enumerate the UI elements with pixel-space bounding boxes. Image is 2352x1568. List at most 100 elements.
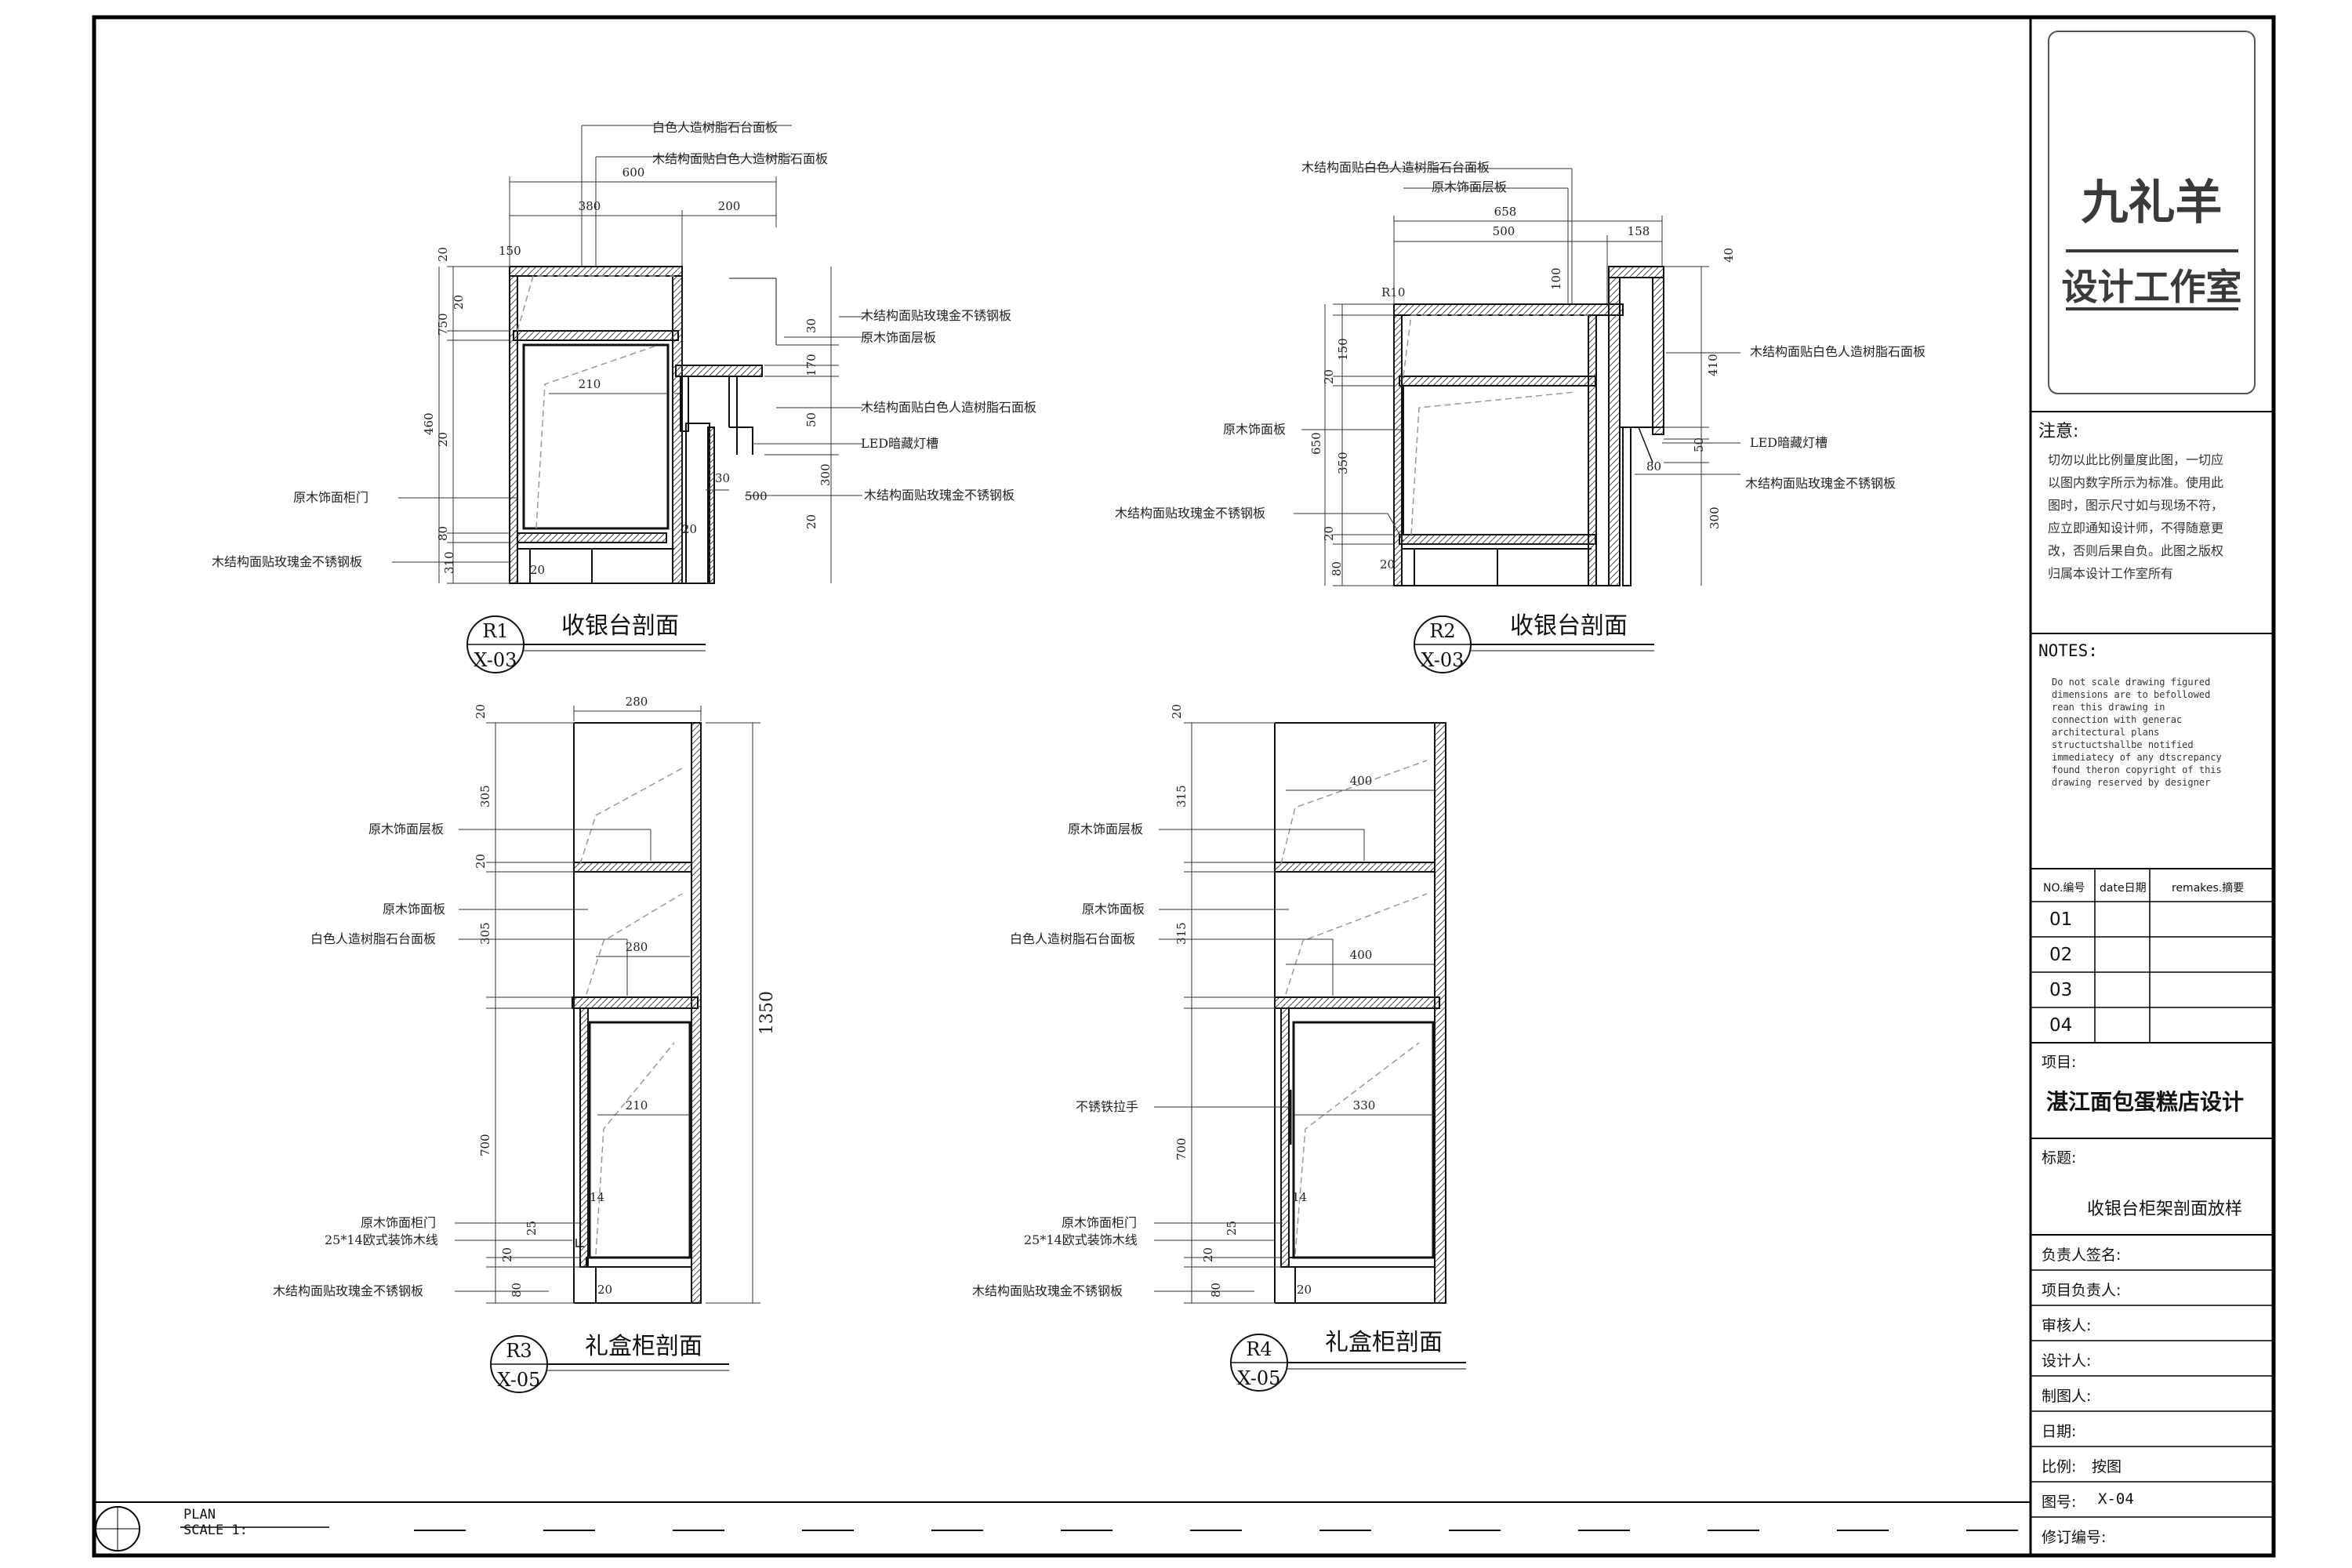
r3-label-door: 原木饰面柜门 [361,1215,436,1230]
notes-en-text: Do not scale drawing figured dimensions … [2052,677,2222,788]
r4-dims [1154,722,1435,1304]
r3-dim-20a: 20 [474,704,488,719]
r1-dim-30b: 500 [745,489,768,503]
r3-label-molding: 25*14欧式装饰木线 [325,1232,438,1247]
r2-tag-ref: X-03 [1421,649,1465,671]
r1-dim-300: 20 [804,514,818,529]
logo-divider [2066,249,2238,252]
field-responsible: 负责人签名: [2042,1247,2122,1264]
r3-dim-280b: 280 [626,940,648,954]
r2-label-countertop: 木结构面贴白色人造树脂石台面板 [1301,160,1490,175]
r1-dim-600: 600 [622,165,645,180]
r3-title: 礼盒柜剖面 [585,1333,702,1360]
r3-label-countertop: 白色人造树脂石台面板 [310,931,436,946]
title-label: 标题: [2042,1149,2077,1167]
r2-dim-500: 500 [1493,224,1515,238]
r1-dim-150: 20 [452,295,466,310]
r1-dim-80: 310 [442,551,456,574]
r2-dim-80b: 80 [1646,459,1661,474]
r1-dims [392,125,866,584]
r1-dim-500: 300 [818,463,833,486]
r4-dim-700: 700 [1174,1138,1189,1160]
r3-tag-id: R3 [506,1340,532,1362]
r4-label-handle: 不锈铁拉手 [1076,1099,1138,1114]
r3-label-wood-panel: 原木饰面板 [383,902,445,916]
r1-labels: 白色人造树脂石台面板 木结构面贴白色人造树脂石面板 木结构面贴玫瑰金不锈钢板 原… [212,120,1036,569]
r1-dim-20b: 750 [436,313,450,336]
logo-underline [2066,307,2238,310]
section-r1 [509,266,777,584]
project-label: 项目: [2042,1054,2077,1071]
r4-dim-315a: 315 [1174,785,1189,808]
r4-tag-ref: X-05 [1238,1367,1281,1389]
scale-label: SCALE 1: [183,1523,248,1538]
r3-dim-1350: 1350 [757,991,777,1035]
r4-dim-400b: 400 [1350,948,1373,962]
r4-dim-20b: 20 [1201,1247,1215,1262]
r3-dim-80: 80 [510,1283,524,1298]
field-scale-label: 比例: [2042,1458,2077,1475]
r1-label-resin-panel: 木结构面贴白色人造树脂石面板 [652,151,828,166]
r1-vert-dims: 20 20 750 460 20 80 310 210 30 170 50 30… [422,247,833,577]
r2-label-rosegold-2: 木结构面贴玫瑰金不锈钢板 [1115,506,1265,521]
rev-header-date: date日期 [2100,882,2147,895]
r3-dim-20d: 20 [597,1283,612,1297]
rev-header-no: NO.编号 [2043,882,2085,895]
r2-dim-20b: 20 [1322,526,1336,541]
r2-dim-158: 158 [1628,224,1650,238]
r1-dim-200: 200 [718,199,741,213]
r3-dim-305a: 305 [478,785,492,808]
r1-dim-20e: 20 [530,563,545,577]
r1-dim-20a: 20 [436,247,450,262]
field-drafter: 制图人: [2042,1388,2092,1405]
r4-dim-330: 330 [1353,1098,1376,1112]
field-revision-no: 修订编号: [2042,1529,2107,1546]
r4-label-wood-panel: 原木饰面板 [1082,902,1145,916]
r2-labels: 木结构面贴白色人造树脂石台面板 原木饰面层板 木结构面贴白色人造树脂石面板 LE… [1115,160,1926,521]
r2-label-rosegold-1: 木结构面贴玫瑰金不锈钢板 [1745,476,1896,491]
r4-label-rosegold: 木结构面贴玫瑰金不锈钢板 [972,1283,1123,1298]
r1-label-rosegold-1: 木结构面贴玫瑰金不锈钢板 [861,308,1011,323]
r1-label-countertop: 白色人造树脂石台面板 [652,120,778,135]
r4-dim-400a: 400 [1350,774,1373,788]
r1-dim-30a: 170 [804,354,818,376]
r1-label-resin-2: 木结构面贴白色人造树脂石面板 [861,400,1036,415]
rev-row-01: 01 [2049,909,2073,930]
r1-label-rosegold-3: 木结构面贴玫瑰金不锈钢板 [212,554,362,569]
section-r4 [1274,722,1446,1304]
r4-dim-315b: 315 [1174,922,1189,945]
r3-tag: R3 X-05 礼盒柜剖面 [490,1333,729,1393]
r2-dims [1294,168,1740,586]
plan-label: PLAN [183,1507,216,1523]
r1-label-door: 原木饰面柜门 [293,490,368,505]
r2-tag: R2 X-03 收银台剖面 [1414,612,1654,673]
r2-label-led: LED暗藏灯槽 [1750,435,1828,450]
r1-label-led: LED暗藏灯槽 [861,436,938,451]
r1-tag: R1 X-03 收银台剖面 [466,612,706,673]
rev-row-02: 02 [2049,945,2073,965]
r2-label-wood-panel: 原木饰面板 [1223,422,1286,437]
notes-cn-title: 注意: [2038,422,2079,441]
studio-logo-name: 九礼羊 [2081,176,2223,230]
r2-dim-20a: 20 [1322,369,1336,384]
r2-dim-80: 80 [1330,561,1344,576]
r2-dim-350: 350 [1336,452,1350,474]
r2-dim-20c: 20 [1380,557,1395,572]
rev-row-04: 04 [2049,1015,2073,1036]
r4-label-shelf: 原木饰面层板 [1068,822,1143,837]
r3-dim-305b: 305 [478,922,492,945]
r1-dim-750: 460 [422,412,436,435]
r2-dim-text: 658 500 158 40 R10 100 150 20 650 350 20… [1309,205,1736,576]
r3-dim-280a: 280 [626,695,648,709]
drawing-title: 收银台柜架剖面放样 [2087,1200,2243,1219]
r2-dim-40: 40 [1722,248,1736,263]
r2-label-resin: 木结构面贴白色人造树脂石面板 [1750,344,1926,359]
r2-dim-300: 300 [1708,506,1722,529]
project-name: 湛江面包蛋糕店设计 [2046,1089,2245,1115]
r4-label-door: 原木饰面柜门 [1062,1215,1137,1230]
r4-tag-id: R4 [1246,1338,1272,1360]
r2-dim-410: 410 [1706,354,1720,376]
